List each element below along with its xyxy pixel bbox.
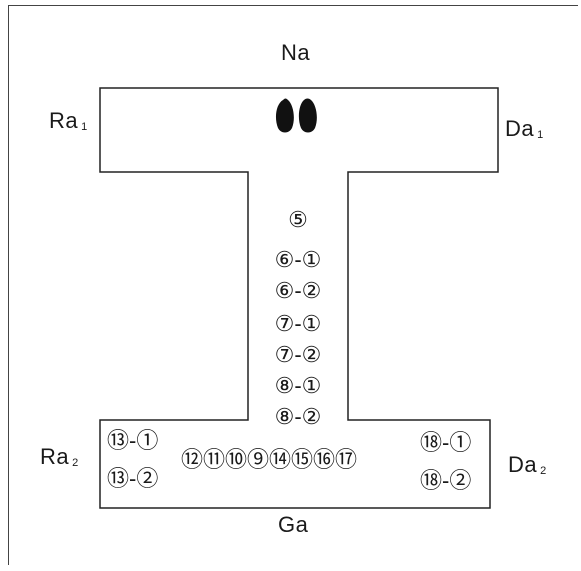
base-right-item: ⑱-① (420, 430, 472, 455)
stem-item: ⑥-② (274, 278, 322, 303)
diagram-frame (8, 5, 578, 565)
stem-item: ⑤ (288, 207, 308, 232)
stem-item: ⑧-② (274, 404, 322, 429)
base-right-item: ⑱-② (420, 468, 472, 493)
stem-item: ⑧-① (274, 373, 322, 398)
footprints-icon (275, 98, 317, 133)
base-left-item: ⑬-① (107, 428, 159, 453)
base-middle-sequence: ⑫⑪⑩⑨⑭⑮⑯⑰ (181, 447, 358, 472)
stem-item: ⑥-① (274, 247, 322, 272)
stem-item: ⑦-① (274, 311, 322, 336)
t-shape-outline (99, 87, 499, 509)
top-label: Na (281, 40, 311, 65)
stem-item: ⑦-② (274, 342, 322, 367)
bottom-label: Ga (278, 512, 309, 537)
base-left-item: ⑬-② (107, 466, 159, 491)
